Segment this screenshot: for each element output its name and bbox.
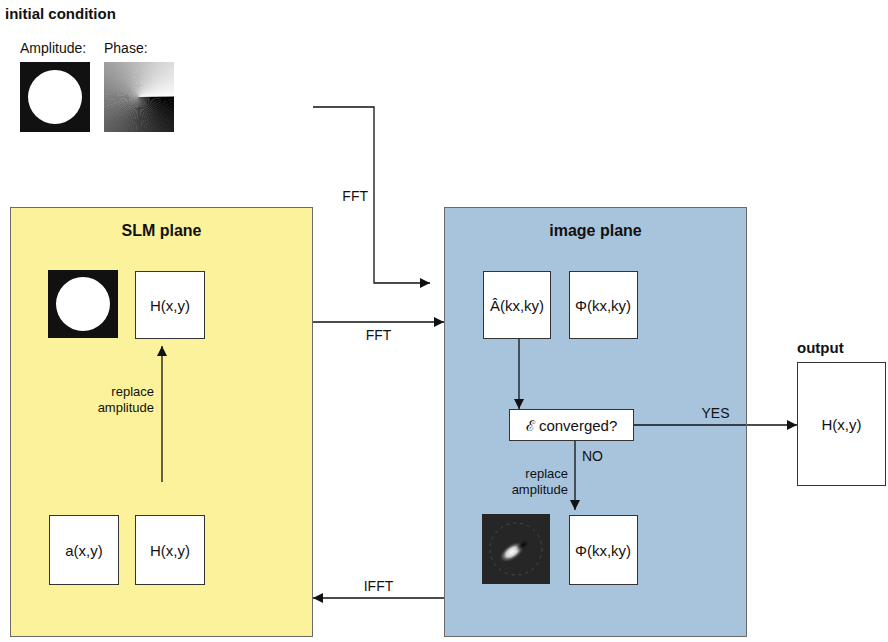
group-title: initial condition	[5, 6, 225, 22]
field-box: Â(kx,ky)	[483, 271, 551, 339]
step-label: replace amplitude	[70, 384, 154, 416]
phase-wedge	[129, 97, 139, 132]
edge-label: YES	[701, 405, 729, 421]
phase-wedge	[123, 97, 139, 132]
edge-label-slot: YES	[701, 405, 729, 421]
flow-arrow	[313, 597, 444, 598]
target-image	[482, 514, 550, 584]
decision-box: ℰ converged?	[509, 409, 634, 441]
label-slot: replace amplitude	[488, 466, 568, 498]
box-label: ℰ converged?	[526, 415, 618, 435]
amplitude-circle	[28, 70, 82, 124]
panel-title: image plane	[445, 208, 746, 240]
slm-panel-fill	[10, 207, 313, 637]
output-frame: H(x,y)	[797, 362, 886, 486]
label-slot: Phase:	[104, 40, 184, 56]
field-box: H(x,y)	[135, 271, 205, 339]
flow-arrow	[518, 339, 519, 409]
phase-wedge	[139, 62, 149, 97]
field-box: Φ(kx,ky)	[569, 515, 638, 585]
label-slot: replace amplitude	[70, 384, 154, 416]
box-label: H(x,y)	[150, 542, 190, 559]
phase-wedge	[139, 62, 155, 97]
box-label: a(x,y)	[65, 542, 103, 559]
amplitude-image	[20, 62, 90, 132]
label-slot: initial condition	[5, 6, 225, 22]
box-label: H(x,y)	[150, 297, 190, 314]
box-label: Φ(kx,ky)	[575, 297, 631, 314]
phase-wedge	[104, 87, 139, 97]
edge-label-slot: IFFT	[364, 578, 394, 594]
phase-wedge	[139, 97, 174, 107]
field-box: H(x,y)	[135, 515, 205, 585]
phase-wedge	[138, 62, 144, 97]
output-value: H(x,y)	[822, 416, 862, 433]
output-box: outputH(x,y)	[797, 338, 886, 486]
image-panel-fill	[444, 207, 747, 637]
phase-wedge	[134, 97, 140, 132]
plane-panel: SLM planeH(x,y) a(x,y) H(x,y)	[10, 207, 313, 637]
image-caption: Phase:	[104, 40, 184, 56]
label-slot: FFT	[334, 188, 368, 204]
edge-label: FFT	[366, 327, 392, 343]
slm-amplitude-image	[48, 270, 118, 338]
replace-arrow	[161, 346, 162, 482]
phase-image	[104, 62, 174, 132]
plane-panel: image planeÂ(kx,ky) Φ(kx,ky) ℰ converged? Φ…	[444, 207, 747, 637]
field-box: a(x,y)	[49, 515, 119, 585]
operation-label: FFT	[334, 188, 368, 204]
phase-wedge	[104, 92, 139, 98]
phase-wedge	[104, 81, 139, 97]
no-arrow	[574, 440, 575, 510]
field-box: Φ(kx,ky)	[569, 271, 638, 339]
flow-arrow	[313, 321, 444, 322]
box-label: Â(kx,ky)	[490, 297, 544, 314]
target-ring	[490, 523, 542, 575]
image-caption: Amplitude:	[20, 40, 110, 56]
flow-arrow	[634, 424, 797, 425]
label-slot: NO	[582, 448, 612, 464]
slm-amplitude-circle	[56, 277, 110, 331]
phase-wedge	[139, 96, 174, 102]
edge-label-slot: FFT	[366, 327, 392, 343]
target-dark-lobe	[513, 536, 533, 555]
branch-label: NO	[582, 448, 612, 464]
panel-title: SLM plane	[11, 208, 312, 240]
step-label: replace amplitude	[488, 466, 568, 498]
output-heading: output	[797, 338, 886, 362]
edge-label: IFFT	[364, 578, 394, 594]
phase-wedge	[139, 97, 174, 113]
box-label: Φ(kx,ky)	[575, 542, 631, 559]
label-slot: Amplitude:	[20, 40, 110, 56]
init-arrow	[313, 107, 430, 283]
